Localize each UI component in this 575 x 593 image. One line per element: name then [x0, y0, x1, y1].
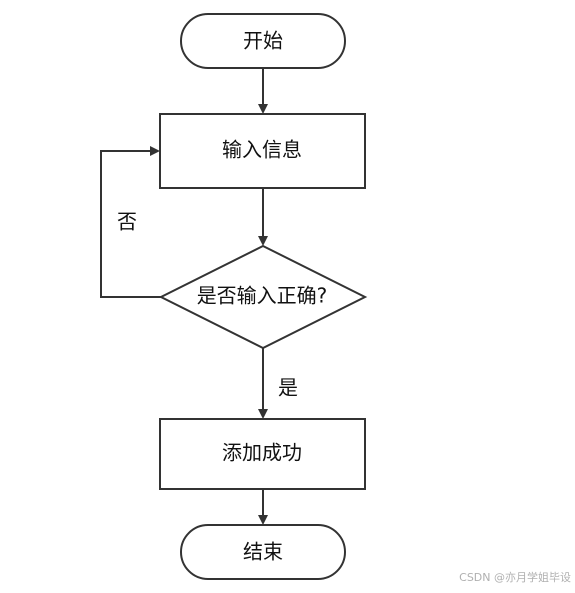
start-label: 开始	[243, 29, 283, 53]
edge-decision-no-loop: 否	[100, 146, 161, 298]
end-label: 结束	[243, 540, 283, 564]
no-label: 否	[117, 210, 137, 234]
watermark-text: CSDN @亦月学姐毕设	[459, 571, 571, 584]
start-node: 开始	[180, 13, 346, 69]
success-node: 添加成功	[159, 418, 366, 490]
edge-decision-yes: 是	[258, 348, 298, 419]
yes-label: 是	[278, 376, 298, 400]
decision-label: 是否输入正确?	[197, 284, 328, 308]
end-node: 结束	[180, 524, 346, 580]
success-label: 添加成功	[222, 441, 302, 465]
input-label: 输入信息	[222, 138, 302, 162]
input-node: 输入信息	[159, 113, 366, 189]
decision-node: 是否输入正确?	[158, 244, 368, 350]
